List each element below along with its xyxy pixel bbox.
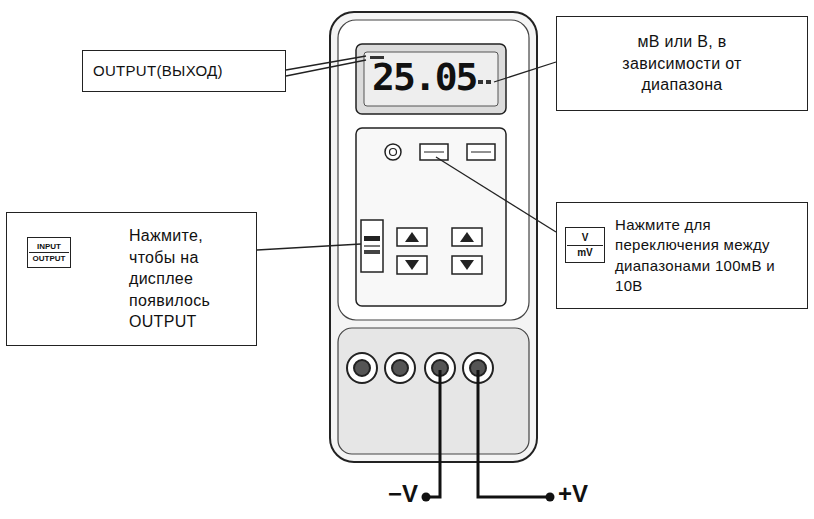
keypad-panel xyxy=(356,128,506,306)
power-button xyxy=(390,149,397,156)
up-arrow xyxy=(460,232,474,242)
leader-line xyxy=(494,62,556,82)
terminal-label: −V xyxy=(388,482,418,506)
function-button xyxy=(471,152,491,153)
callout-box: INPUTOUTPUT Нажмите, чтобы на дисплее поя… xyxy=(6,212,257,346)
display-unit-mark xyxy=(478,80,483,84)
icon-label: V xyxy=(567,232,603,246)
power-button xyxy=(385,144,401,160)
callout-box: OUTPUT(ВЫХОД) xyxy=(82,50,286,92)
terminal-label: +V xyxy=(558,482,588,506)
mode-button xyxy=(361,220,383,272)
mode-button xyxy=(364,236,380,241)
display-bezel xyxy=(356,44,506,114)
up-arrow xyxy=(405,232,419,242)
range-button xyxy=(424,152,444,153)
down-button xyxy=(397,256,427,274)
down-button xyxy=(452,256,482,274)
callout-text: Нажмите, чтобы на дисплее появилось OUTP… xyxy=(129,225,246,333)
lead-terminal xyxy=(546,493,555,502)
callout-text: OUTPUT(ВЫХОД) xyxy=(93,61,275,81)
range-button xyxy=(420,144,448,160)
icon-label: INPUT xyxy=(29,242,69,253)
display-reading: 25.05 xyxy=(372,58,476,96)
down-arrow xyxy=(405,260,419,270)
callout-text: Нажмите для переключения между диапазона… xyxy=(615,215,799,296)
leader-line xyxy=(257,244,361,250)
callout-box: VmV Нажмите для переключения между диапаз… xyxy=(556,202,808,309)
mode-button xyxy=(364,250,380,254)
button-icon: VmV xyxy=(565,227,605,263)
display-unit-mark xyxy=(486,80,491,84)
icon-label: mV xyxy=(567,246,603,259)
negative-lead xyxy=(428,370,440,497)
jacks xyxy=(347,353,493,383)
icon-label: OUTPUT xyxy=(29,253,69,263)
leader-line xyxy=(436,157,556,232)
jack-panel xyxy=(338,328,529,454)
button-icon: INPUTOUTPUT xyxy=(27,237,71,268)
mode-button xyxy=(364,245,380,246)
positive-lead xyxy=(478,370,548,497)
display-screen xyxy=(364,52,498,106)
housing xyxy=(330,12,537,462)
callout-box: мВ или В, в зависимости от диапазона xyxy=(556,16,808,111)
lead-terminal xyxy=(422,493,431,502)
callout-text: мВ или В, в зависимости от диапазона xyxy=(593,31,771,96)
housing-inner xyxy=(338,20,529,320)
down-arrow xyxy=(460,260,474,270)
leader-line xyxy=(286,60,366,76)
up-button xyxy=(397,228,427,246)
function-button xyxy=(467,144,495,160)
up-button xyxy=(452,228,482,246)
